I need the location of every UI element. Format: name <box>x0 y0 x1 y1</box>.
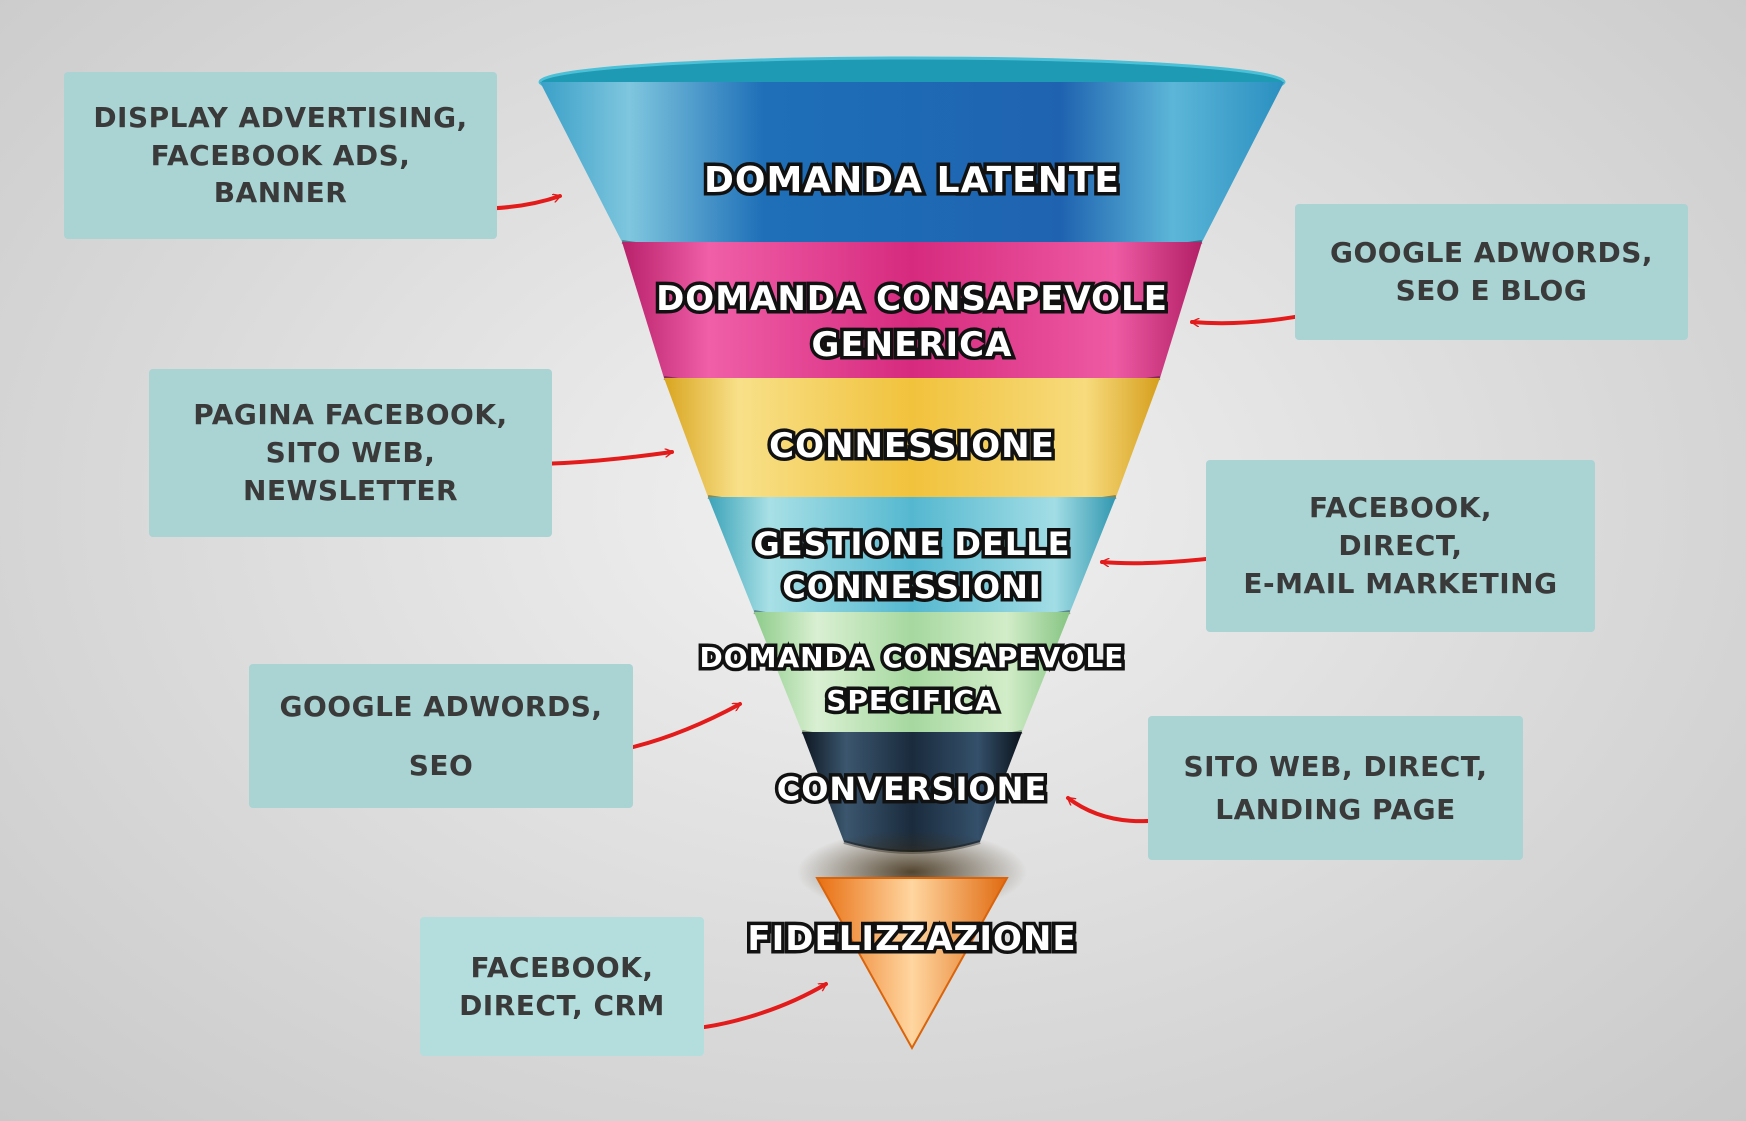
funnel-stage-label-1: DOMANDA LATENTE <box>704 160 1120 201</box>
funnel-band-6 <box>802 732 1022 852</box>
funnel-band-5 <box>754 612 1070 744</box>
channel-text: FACEBOOK, DIRECT, CRM <box>459 950 665 1022</box>
channel-text: SITO WEB, DIRECT, LANDING PAGE <box>1183 749 1488 826</box>
channel-box-sito-web-landing: SITO WEB, DIRECT, LANDING PAGE <box>1148 716 1523 860</box>
channel-text: FACEBOOK, DIRECT, E-MAIL MARKETING <box>1243 491 1558 600</box>
channel-text: GOOGLE ADWORDS, SEO E BLOG <box>1330 236 1653 307</box>
channel-box-display-advertising: DISPLAY ADVERTISING, FACEBOOK ADS, BANNE… <box>64 72 497 239</box>
channel-text: PAGINA FACEBOOK, SITO WEB, NEWSLETTER <box>193 398 508 507</box>
funnel-stage-label-2: DOMANDA CONSAPEVOLE <box>656 279 1168 319</box>
funnel-stage-label-5: DOMANDA CONSAPEVOLE <box>700 641 1125 674</box>
channel-text: DISPLAY ADVERTISING, FACEBOOK ADS, BANNE… <box>93 100 468 210</box>
channel-box-pagina-facebook: PAGINA FACEBOOK, SITO WEB, NEWSLETTER <box>149 369 552 537</box>
funnel-stage-label-4: GESTIONE DELLE <box>754 525 1071 563</box>
channel-box-google-adwords-blog: GOOGLE ADWORDS, SEO E BLOG <box>1295 204 1688 340</box>
funnel-stage-label-4: CONNESSIONI <box>782 568 1042 606</box>
funnel-band-4 <box>708 497 1116 626</box>
retention-triangle <box>815 877 1009 1051</box>
funnel-band-3 <box>664 378 1160 513</box>
funnel-stage-label-3: CONNESSIONE <box>769 426 1055 466</box>
funnel-band-2 <box>622 242 1202 396</box>
funnel-band-1 <box>540 82 1284 264</box>
channel-box-facebook-email: FACEBOOK, DIRECT, E-MAIL MARKETING <box>1206 460 1595 632</box>
funnel-stage-label-2: GENERICA <box>812 325 1013 365</box>
channel-text: GOOGLE ADWORDS, SEO <box>279 689 603 782</box>
channel-box-facebook-crm: FACEBOOK, DIRECT, CRM <box>420 917 704 1056</box>
retention-label: FIDELIZZAZIONE <box>747 919 1076 959</box>
funnel-stage-label-5: SPECIFICA <box>826 684 998 717</box>
channel-box-google-adwords-seo: GOOGLE ADWORDS, SEO <box>249 664 633 808</box>
funnel-stage-label-6: CONVERSIONE <box>777 770 1048 808</box>
